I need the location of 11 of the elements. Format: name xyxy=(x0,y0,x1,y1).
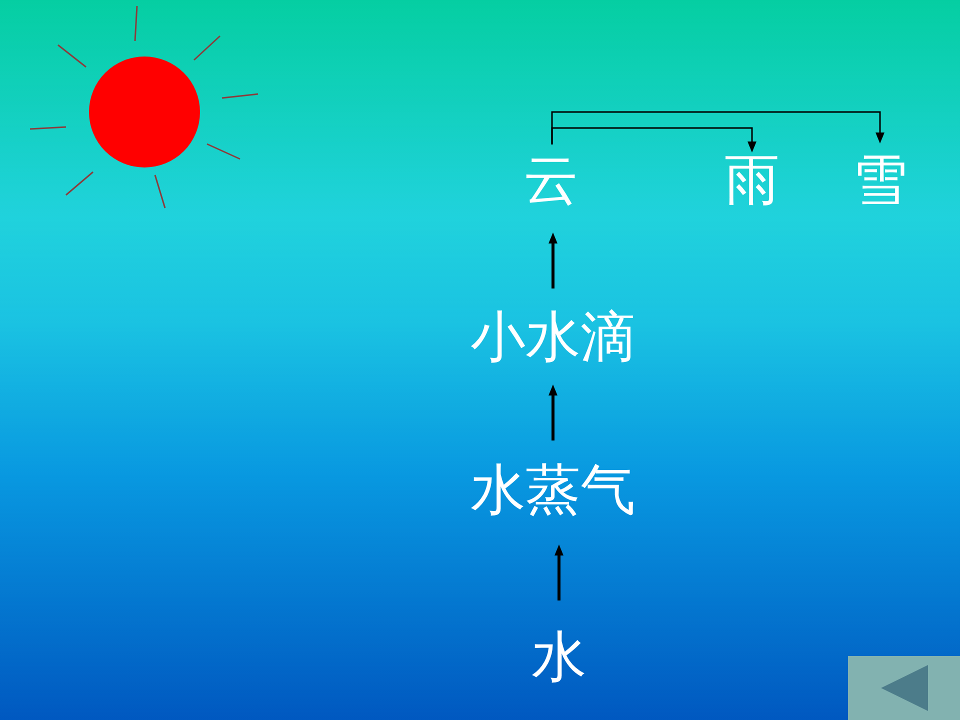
elbow-arrow xyxy=(551,127,756,152)
elbow-arrow xyxy=(551,111,884,144)
stage-label: 水 xyxy=(532,630,586,684)
stage-label: 雨 xyxy=(724,152,780,208)
stage-label: 雪 xyxy=(852,152,908,208)
arrow xyxy=(554,544,564,600)
stage-label: 水蒸气 xyxy=(470,462,636,518)
stage-label: 小水滴 xyxy=(470,310,636,364)
stage-label: 云 xyxy=(524,152,578,208)
arrow xyxy=(548,232,558,288)
arrow xyxy=(548,384,558,440)
